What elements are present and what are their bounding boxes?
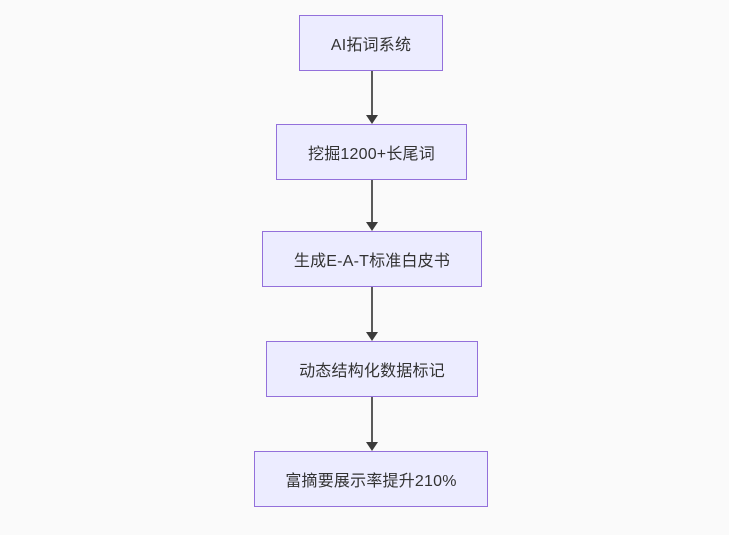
flow-node-ai-keyword-system: AI拓词系统 (299, 15, 443, 71)
arrow-head-icon (365, 222, 378, 231)
flow-arrow-1 (365, 71, 378, 124)
arrow-line (370, 397, 373, 442)
arrow-head-icon (365, 442, 378, 451)
flow-node-eat-whitepaper: 生成E-A-T标准白皮书 (262, 231, 482, 287)
flow-node-structured-data-markup: 动态结构化数据标记 (266, 341, 478, 397)
flow-node-label: 生成E-A-T标准白皮书 (293, 253, 451, 270)
arrow-line (370, 287, 373, 332)
flow-node-label: 富摘要展示率提升210% (285, 473, 457, 490)
flow-node-label: 挖掘1200+长尾词 (308, 146, 435, 163)
arrow-line (370, 180, 373, 222)
arrow-head-icon (365, 115, 378, 124)
flow-node-rich-snippet-result: 富摘要展示率提升210% (254, 451, 488, 507)
flow-node-label: 动态结构化数据标记 (299, 363, 445, 380)
arrow-head-icon (365, 332, 378, 341)
flow-arrow-2 (365, 180, 378, 231)
flow-node-label: AI拓词系统 (330, 37, 412, 54)
flow-node-longtail-mining: 挖掘1200+长尾词 (276, 124, 467, 180)
flow-arrow-3 (365, 287, 378, 341)
flow-arrow-4 (365, 397, 378, 451)
arrow-line (370, 71, 373, 115)
